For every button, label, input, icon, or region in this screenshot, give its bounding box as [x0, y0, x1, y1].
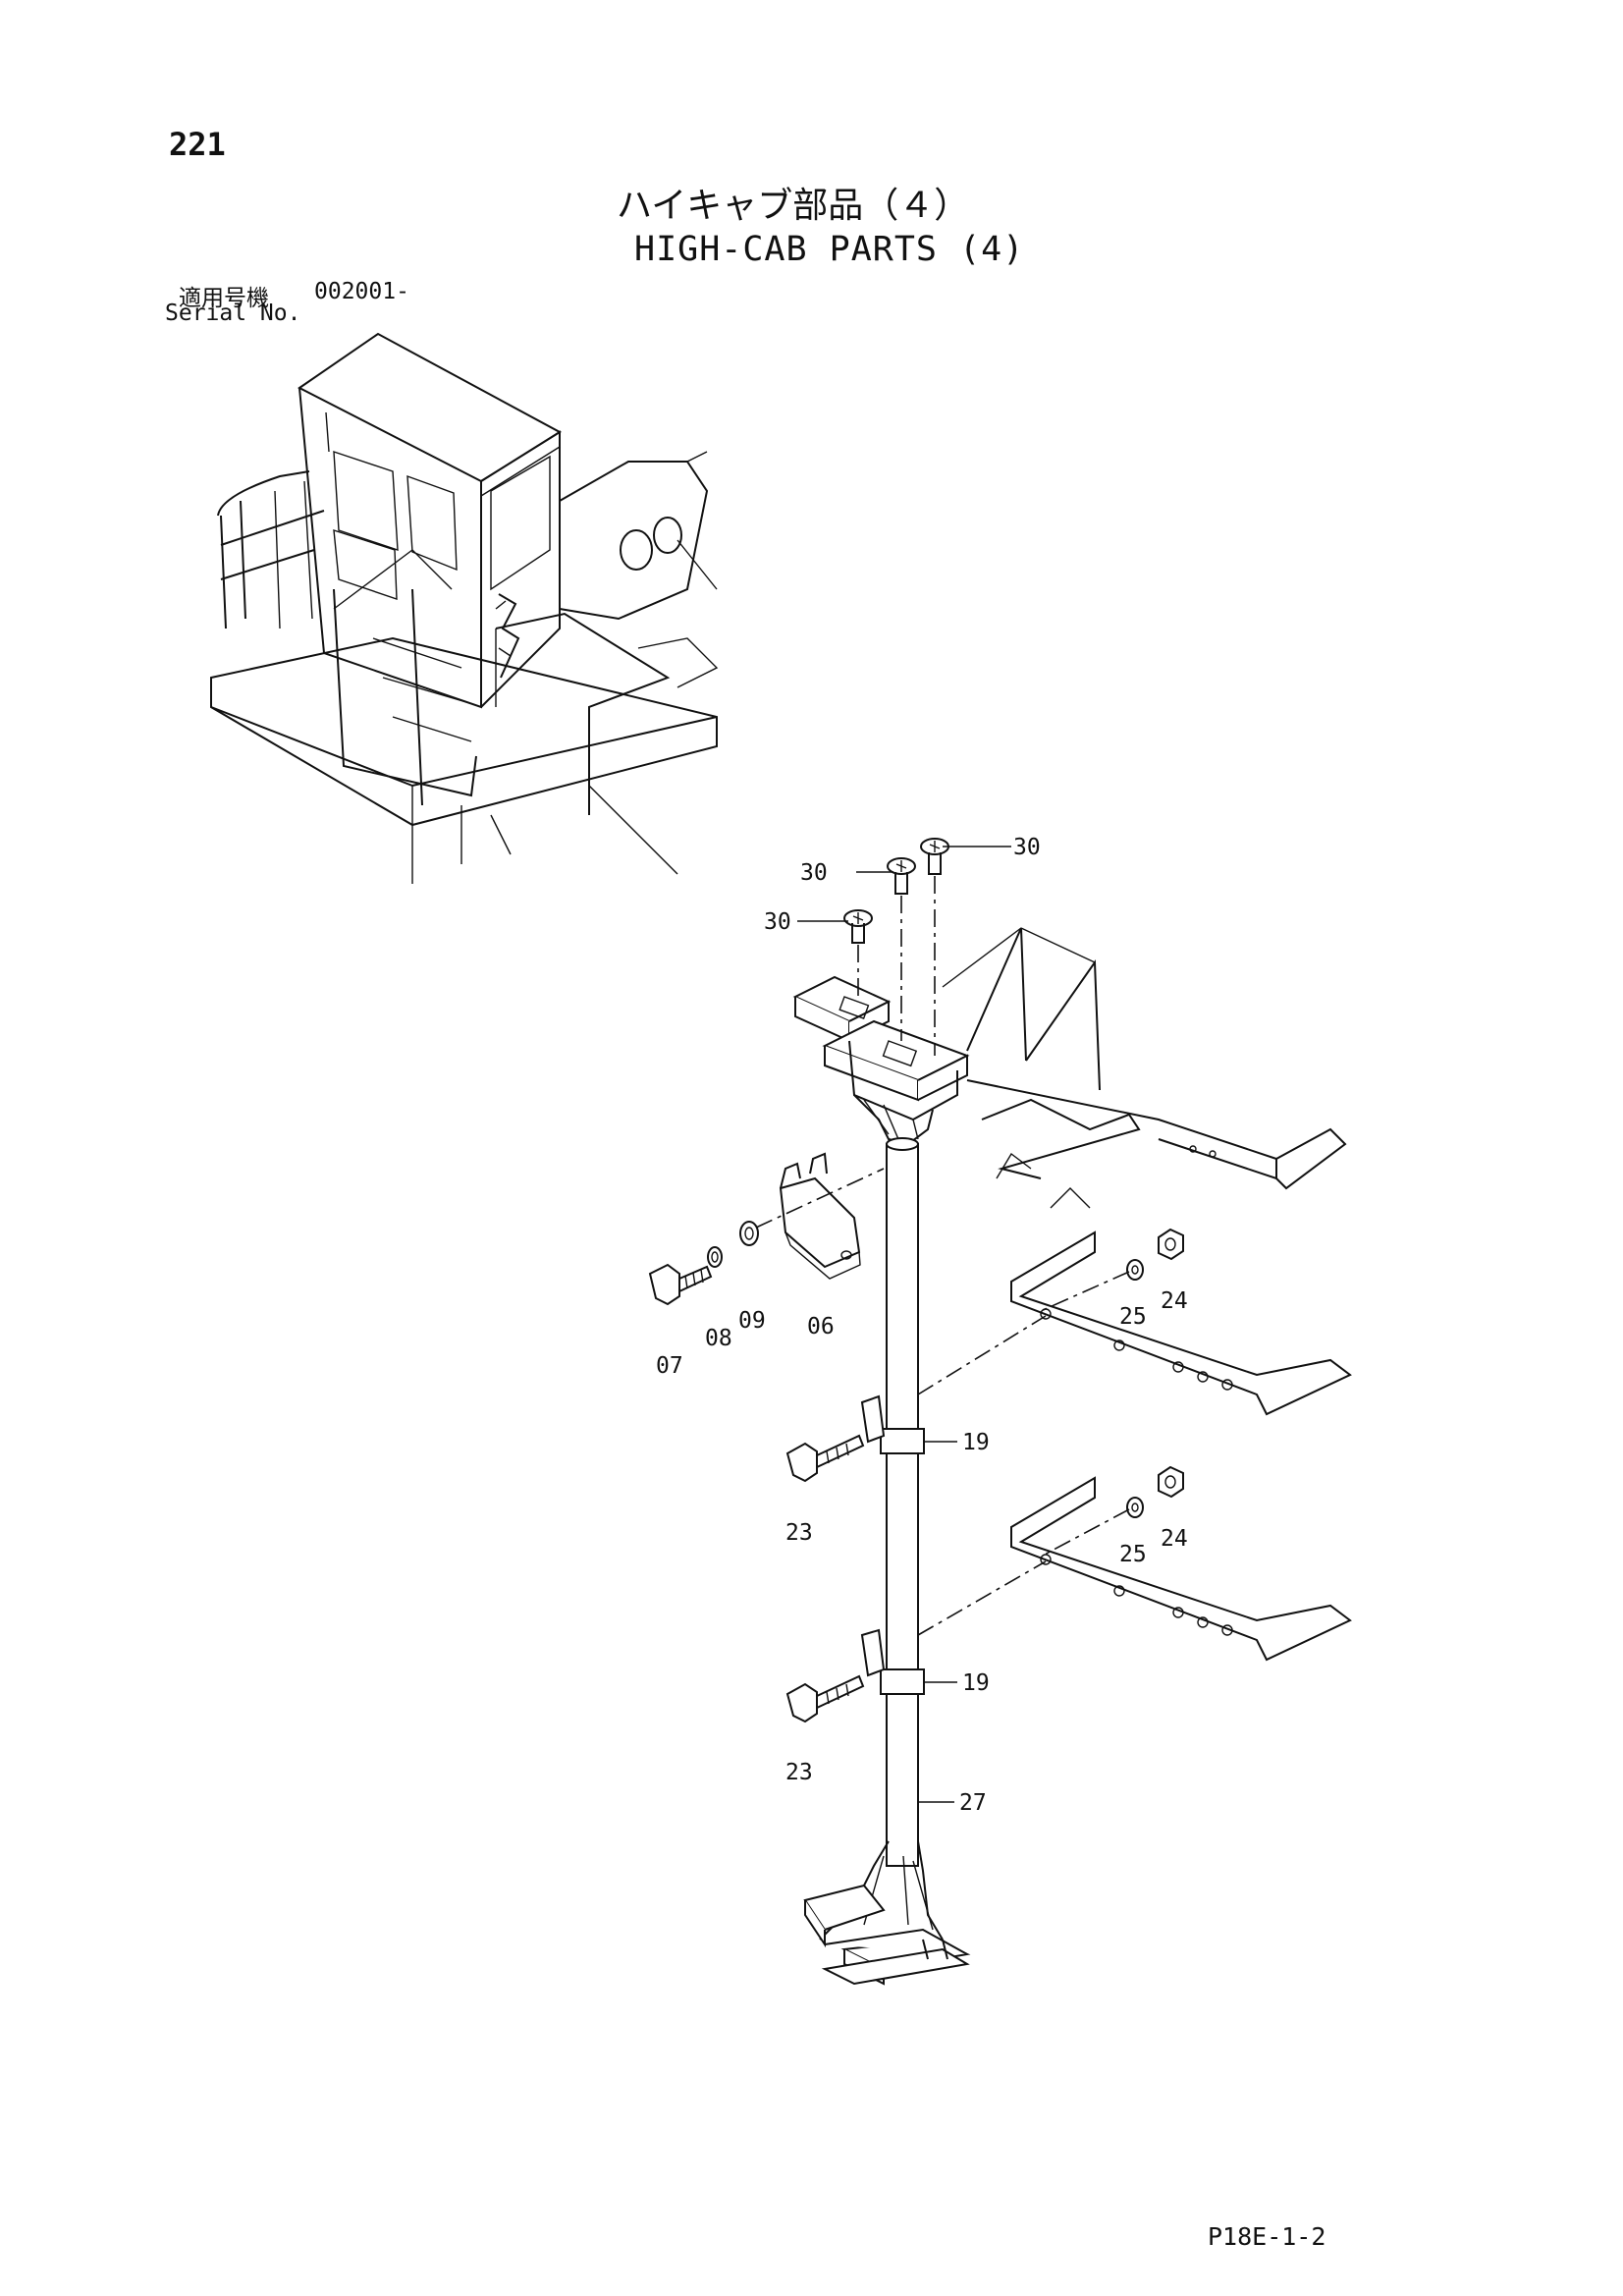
callout-25-lower: 25 — [1119, 1542, 1147, 1567]
callout-09: 09 — [738, 1308, 766, 1334]
screw-30-middle — [887, 857, 916, 895]
washer-09 — [739, 1221, 759, 1246]
page-number: 221 — [169, 126, 226, 163]
callout-19-upper: 19 — [962, 1430, 990, 1455]
harness-column-assembly — [792, 927, 1347, 1986]
callout-25-upper: 25 — [1119, 1304, 1147, 1330]
callout-19-lower: 19 — [962, 1670, 990, 1696]
bracket-lower — [1010, 1476, 1352, 1662]
callout-27: 27 — [959, 1790, 987, 1816]
page-title-japanese: ハイキャブ部品（４） — [617, 186, 970, 226]
bolt-07 — [648, 1263, 713, 1306]
callout-07: 07 — [656, 1353, 683, 1379]
bracket-06 — [779, 1152, 861, 1280]
screw-30-right — [920, 838, 949, 875]
callout-30-middle: 30 — [800, 860, 828, 886]
callout-30-right: 30 — [1013, 835, 1041, 860]
screw-30-left — [843, 909, 873, 944]
washer-25-upper — [1126, 1259, 1144, 1281]
serial-range: 002001- — [314, 279, 409, 304]
bracket-upper — [1010, 1230, 1352, 1416]
washer-08 — [707, 1246, 723, 1268]
washer-25-lower — [1126, 1497, 1144, 1518]
nut-24-lower — [1158, 1465, 1184, 1499]
callout-06: 06 — [807, 1314, 835, 1339]
bolt-23-lower — [785, 1674, 865, 1723]
machine-overview-illustration — [210, 332, 719, 884]
serial-label-japanese: 適用号機 — [179, 286, 269, 311]
bolt-23-upper — [785, 1434, 865, 1483]
callout-08: 08 — [705, 1326, 732, 1351]
page-code: P18E-1-2 — [1208, 2222, 1326, 2251]
callout-30-left: 30 — [764, 909, 791, 935]
page-title-english: HIGH-CAB PARTS (4) — [634, 230, 1025, 269]
callout-23-upper: 23 — [785, 1520, 813, 1546]
callout-23-lower: 23 — [785, 1760, 813, 1785]
callout-24-lower: 24 — [1161, 1526, 1188, 1552]
callout-24-upper: 24 — [1161, 1288, 1188, 1314]
serial-label-english: Serial No. — [165, 301, 301, 326]
nut-24-upper — [1158, 1228, 1184, 1261]
